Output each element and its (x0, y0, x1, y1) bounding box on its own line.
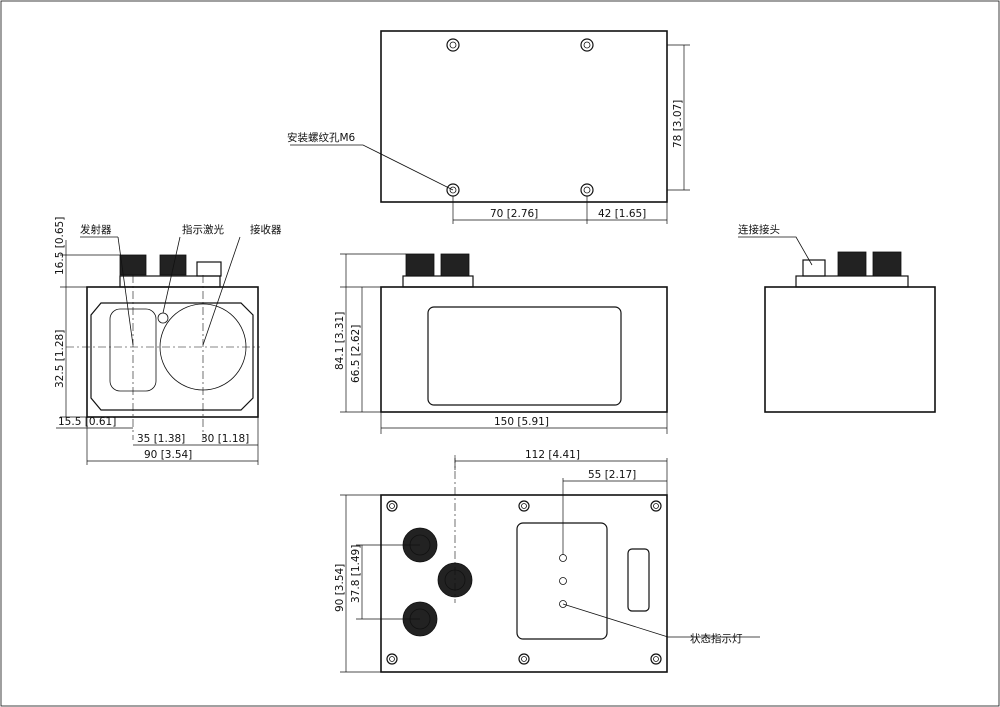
top-hole-spacing-dim: 70 [2.76] (490, 208, 538, 220)
side-view-outline (380, 286, 668, 413)
side-slot (627, 548, 650, 612)
receiver-label: 接收器 (250, 223, 282, 236)
indicator-laser-label: 指示激光 (182, 223, 224, 236)
front-center-height-dim: 32.5 [1.28] (54, 330, 66, 388)
connector-leader (738, 236, 813, 266)
bottom-length-dim: 112 [4.41] (525, 449, 580, 461)
top-edge-dim: 42 [1.65] (598, 208, 646, 220)
bottom-connector-spacing-dim: 37.8 [1.49] (350, 545, 362, 603)
screw-icon (386, 500, 662, 665)
connector-label: 连接接头 (738, 223, 780, 236)
front-left-offset-dim: 15.5 [0.61] (58, 416, 116, 428)
emitter-label: 发射器 (80, 223, 112, 236)
cable-gland-icon (402, 253, 474, 288)
status-light-label: 状态指示灯 (690, 632, 743, 645)
status-light-leader (562, 603, 760, 638)
bottom-view-outline (380, 494, 668, 673)
front-emitter-receiver-dim: 35 [1.38] (137, 433, 185, 445)
side-view: 84.1 [3.31] 66.5 [2.62] 150 [5.91] (334, 253, 668, 434)
mount-hole-icon (446, 38, 594, 197)
front-width-dim: 90 [3.54] (144, 449, 192, 461)
front-receiver-edge-dim: 30 [1.18] (201, 433, 249, 445)
front-cable-height-dim: 16.5 [0.65] (54, 217, 66, 275)
front-view: 发射器 指示激光 接收器 16.5 [0.65] 32.5 [1.28] 15.… (54, 217, 282, 465)
mount-hole-label: 安装螺纹孔M6 (287, 131, 356, 144)
top-height-dim: 78 [3.07] (672, 100, 684, 148)
side-length-dim: 150 [5.91] (494, 416, 549, 428)
cable-gland-icon (119, 254, 222, 288)
front-view-outline (86, 286, 259, 418)
bottom-view: 状态指示灯 112 [4.41] 55 [2.17] 90 [3.54] 37.… (334, 449, 760, 673)
bottom-height-dim: 90 [3.54] (334, 564, 346, 612)
top-view-outline (380, 30, 668, 203)
side-body-height-dim: 66.5 [2.62] (350, 325, 362, 383)
mount-hole-leader (290, 144, 454, 191)
rear-side-outline (764, 286, 936, 413)
side-window (427, 306, 622, 406)
status-panel (516, 522, 608, 640)
connector-icon (795, 251, 909, 288)
bottom-led-dim: 55 [2.17] (588, 469, 636, 481)
front-window (90, 302, 254, 411)
side-total-height-dim: 84.1 [3.31] (334, 312, 346, 370)
top-view: 安装螺纹孔M6 78 [3.07] 70 [2.76] 42 [1.65] (287, 30, 690, 224)
rear-side-view: 连接接头 (738, 223, 936, 413)
